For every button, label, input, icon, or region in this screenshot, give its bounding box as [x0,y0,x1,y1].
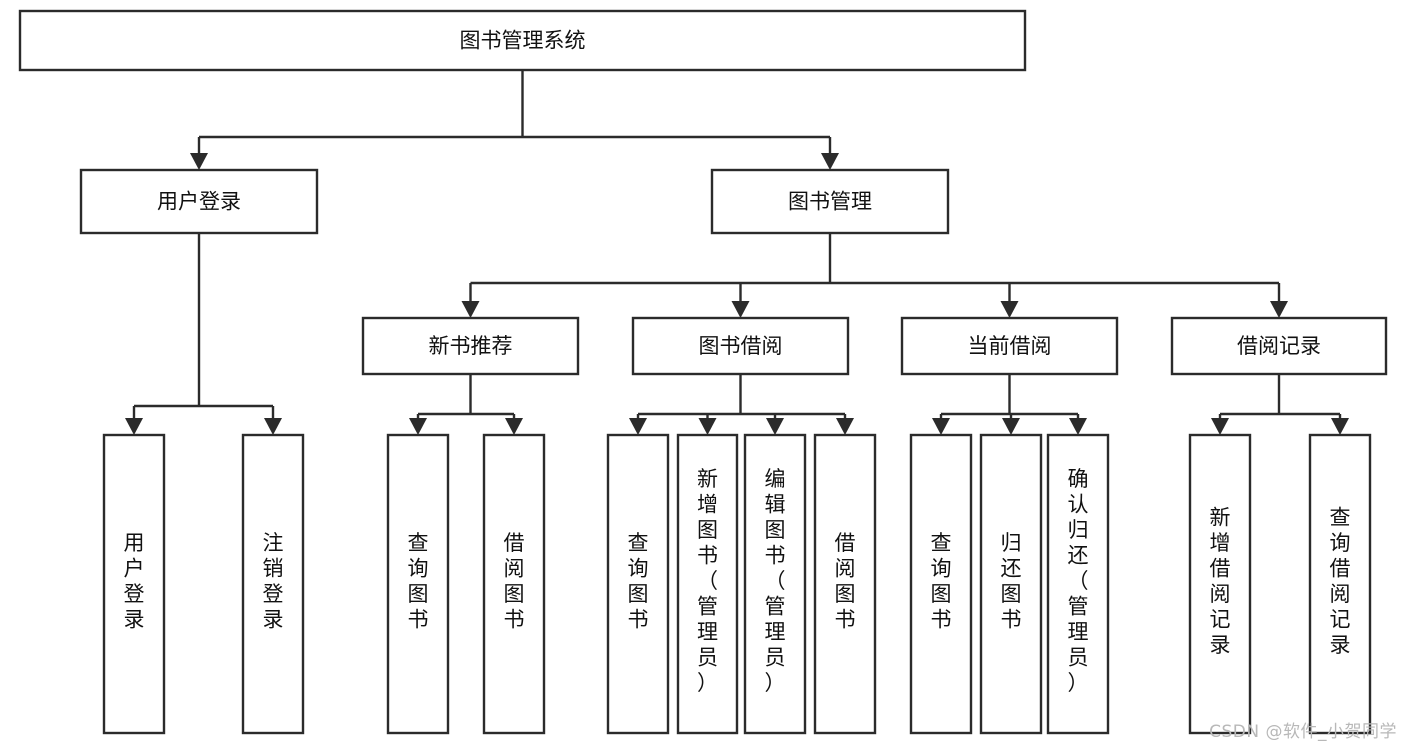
node-label-leaf-borrow-book-2: 借阅图书 [835,531,856,632]
node-user-login[interactable]: 用户登录 [79,168,319,235]
node-box-leaf-user-login [102,433,166,735]
arrow-head-icon [1000,301,1019,318]
node-label-leaf-user-login: 用户登录 [124,531,145,632]
node-box-leaf-add-book [676,433,739,735]
node-leaf-borrow-book-2[interactable]: 借阅图书 [813,433,877,735]
node-label-leaf-query-record: 查询借阅记录 [1330,505,1351,657]
arrow-head-icon [1270,301,1288,318]
arrow-head-icon [409,418,427,435]
node-leaf-query-book-1[interactable]: 查询图书 [386,433,450,735]
node-leaf-user-logout[interactable]: 注销登录 [241,433,305,735]
node-box-leaf-user-logout [241,433,305,735]
arrow-head-icon [461,301,480,318]
node-layer: 图书管理系统用户登录图书管理新书推荐图书借阅当前借阅借阅记录用户登录注销登录查询… [18,9,1388,735]
node-label-book-borrow: 图书借阅 [699,334,783,358]
node-label-root: 图书管理系统 [460,29,586,53]
arrow-head-icon [821,153,839,170]
node-root[interactable]: 图书管理系统 [18,9,1027,72]
node-leaf-confirm-return[interactable]: 确认归还（管理员） [1046,433,1110,735]
arrow-head-icon [264,418,282,435]
arrow-head-icon [698,418,717,435]
node-label-book-management: 图书管理 [788,190,872,214]
node-label-leaf-borrow-book-1: 借阅图书 [504,531,525,632]
arrow-head-icon [1331,418,1349,435]
node-current-borrow[interactable]: 当前借阅 [900,316,1119,376]
node-box-book-borrow [631,316,850,376]
node-leaf-query-record[interactable]: 查询借阅记录 [1308,433,1372,735]
node-box-leaf-borrow-book-1 [482,433,546,735]
arrow-head-icon [505,418,523,435]
node-box-leaf-add-record [1188,433,1252,735]
node-label-leaf-query-book-3: 查询图书 [931,531,952,632]
node-label-leaf-query-book-2: 查询图书 [628,531,649,632]
node-box-leaf-return-book [979,433,1043,735]
node-box-borrow-record [1170,316,1388,376]
node-label-leaf-query-book-1: 查询图书 [408,531,429,632]
arrow-head-icon [836,418,854,435]
node-box-leaf-query-book-3 [909,433,973,735]
arrow-head-icon [190,153,208,170]
node-label-borrow-record: 借阅记录 [1237,334,1321,358]
arrow-head-icon [731,301,750,318]
node-box-leaf-query-book-1 [386,433,450,735]
node-label-leaf-edit-book: 编辑图书（管理员） [765,467,786,695]
arrow-head-icon [1069,418,1087,435]
node-leaf-query-book-3[interactable]: 查询图书 [909,433,973,735]
connector-layer [125,70,1349,435]
arrow-head-icon [125,418,143,435]
node-leaf-edit-book[interactable]: 编辑图书（管理员） [743,433,807,735]
node-book-borrow[interactable]: 图书借阅 [631,316,850,376]
node-leaf-return-book[interactable]: 归还图书 [979,433,1043,735]
node-label-leaf-confirm-return: 确认归还（管理员） [1068,467,1089,695]
node-box-leaf-confirm-return [1046,433,1110,735]
node-box-leaf-query-record [1308,433,1372,735]
node-box-book-management [710,168,950,235]
node-leaf-add-book[interactable]: 新增图书（管理员） [676,433,739,735]
node-leaf-add-record[interactable]: 新增借阅记录 [1188,433,1252,735]
arrow-head-icon [629,418,647,435]
node-box-user-login [79,168,319,235]
node-box-current-borrow [900,316,1119,376]
node-label-leaf-return-book: 归还图书 [1001,531,1022,632]
node-new-book-recommend[interactable]: 新书推荐 [361,316,580,376]
node-leaf-query-book-2[interactable]: 查询图书 [606,433,670,735]
arrow-head-icon [1211,418,1229,435]
node-book-management[interactable]: 图书管理 [710,168,950,235]
node-label-current-borrow: 当前借阅 [968,334,1052,358]
arrow-head-icon [932,418,950,435]
node-box-leaf-query-book-2 [606,433,670,735]
node-box-new-book-recommend [361,316,580,376]
node-label-new-book-recommend: 新书推荐 [429,334,513,358]
node-borrow-record[interactable]: 借阅记录 [1170,316,1388,376]
node-leaf-user-login[interactable]: 用户登录 [102,433,166,735]
node-leaf-borrow-book-1[interactable]: 借阅图书 [482,433,546,735]
node-box-root [18,9,1027,72]
arrow-head-icon [766,418,784,435]
node-label-user-login: 用户登录 [157,190,241,214]
arrow-head-icon [1002,418,1020,435]
node-label-leaf-add-record: 新增借阅记录 [1210,505,1231,657]
node-box-leaf-edit-book [743,433,807,735]
node-box-leaf-borrow-book-2 [813,433,877,735]
node-label-leaf-user-logout: 注销登录 [263,531,284,632]
node-label-leaf-add-book: 新增图书（管理员） [697,467,718,695]
